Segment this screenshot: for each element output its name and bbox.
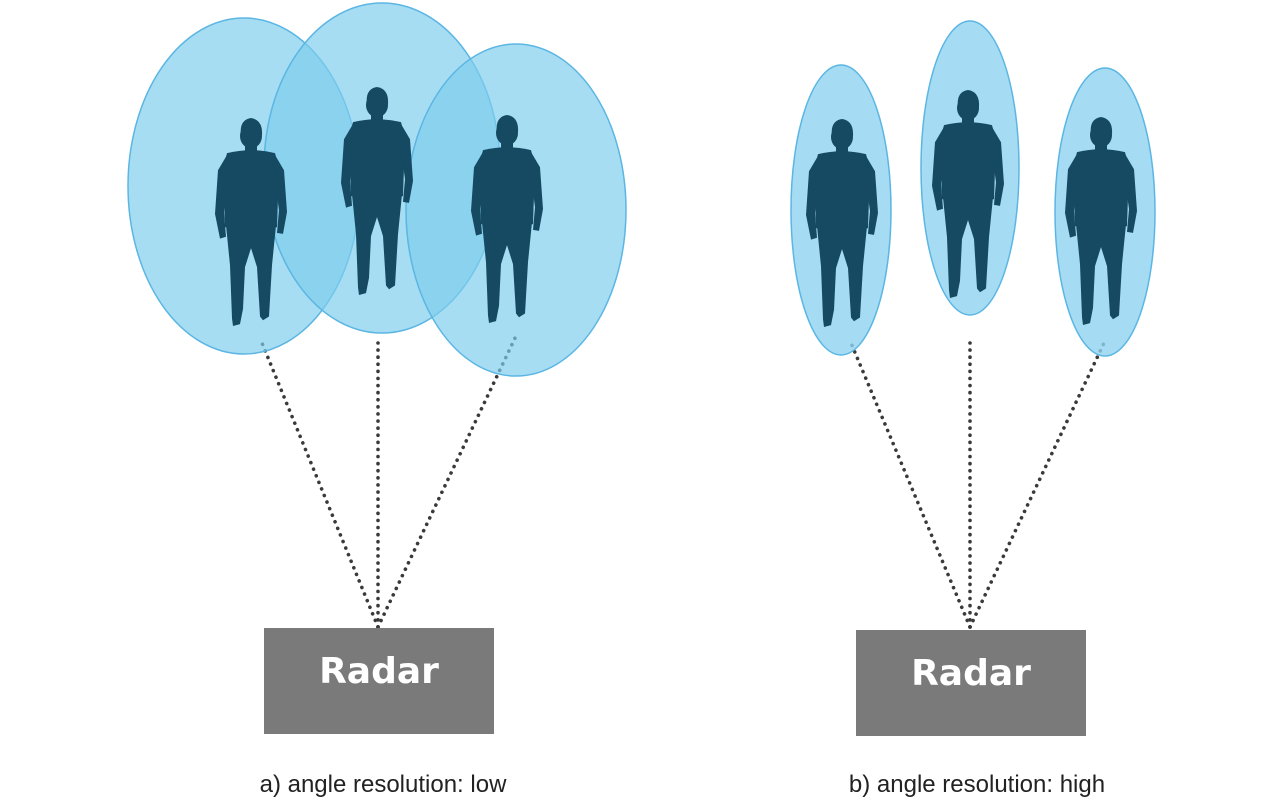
radar-box — [856, 630, 1086, 736]
radar-box — [264, 628, 494, 734]
radar-unit-high: Radar — [856, 630, 1086, 736]
beam-ray-right — [968, 341, 1106, 629]
panel-low-resolution: Radar a) angle resolution: low — [127, 2, 627, 798]
beam-ray-right — [376, 334, 518, 629]
radar-unit-low: Radar — [264, 628, 494, 734]
beam-ray-left — [849, 341, 972, 629]
panel-caption: a) angle resolution: low — [260, 771, 507, 798]
radar-label: Radar — [911, 653, 1031, 694]
beam-rays-low — [260, 334, 518, 629]
panel-caption: b) angle resolution: high — [849, 771, 1105, 798]
radar-label: Radar — [319, 651, 439, 692]
panel-high-resolution: Radar b) angle resolution: high — [790, 20, 1156, 798]
beam-ray-left — [260, 341, 380, 629]
beam-rays-high — [849, 341, 1106, 629]
